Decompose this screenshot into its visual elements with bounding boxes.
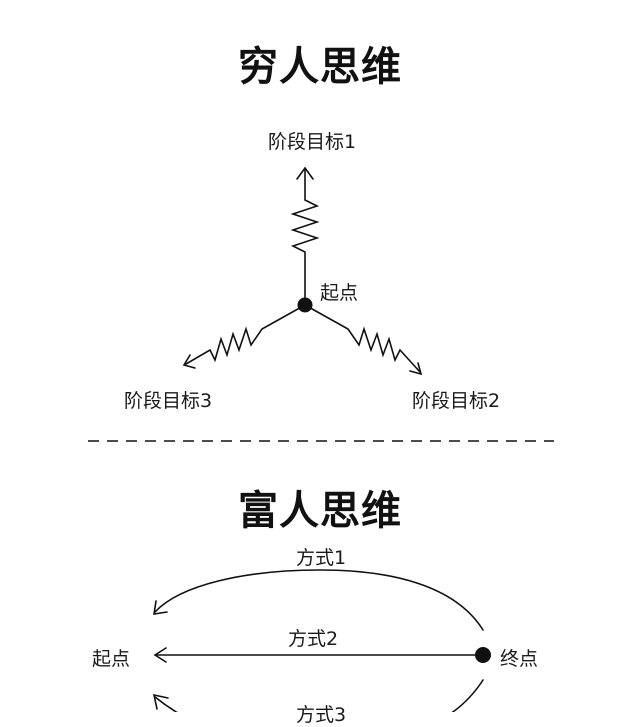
rich-path-way-3-left	[154, 696, 178, 712]
mindset-diagram	[88, 166, 554, 712]
poor-goal-1-label: 阶段目标1	[268, 131, 357, 153]
poor-arrowhead-right	[409, 362, 423, 376]
poor-start-label: 起点	[320, 282, 359, 304]
rich-start-label: 起点	[92, 648, 131, 670]
poor-goal-3-label: 阶段目标3	[124, 390, 213, 412]
rich-mindset-title: 富人思维	[238, 488, 402, 534]
poor-branch-up	[290, 169, 320, 306]
poor-mindset-title: 穷人思维	[238, 44, 402, 90]
rich-end-label: 终点	[500, 648, 539, 670]
rich-way-1-label: 方式1	[296, 547, 347, 569]
poor-start-node	[297, 297, 313, 313]
poor-branch-left	[185, 304, 306, 365]
rich-way-2-label: 方式2	[288, 628, 339, 650]
poor-arrowhead-up	[296, 166, 314, 180]
poor-branch-right	[304, 304, 421, 373]
rich-path-way-3	[451, 679, 484, 712]
poor-goal-2-label: 阶段目标2	[412, 390, 501, 412]
rich-arrowhead-way-1	[153, 600, 168, 615]
rich-end-node	[475, 647, 491, 663]
rich-path-way-1	[154, 569, 484, 631]
rich-arrowhead-way-3	[152, 693, 169, 710]
rich-arrowhead-way-2	[153, 647, 167, 663]
poor-arrowhead-left	[182, 354, 196, 369]
